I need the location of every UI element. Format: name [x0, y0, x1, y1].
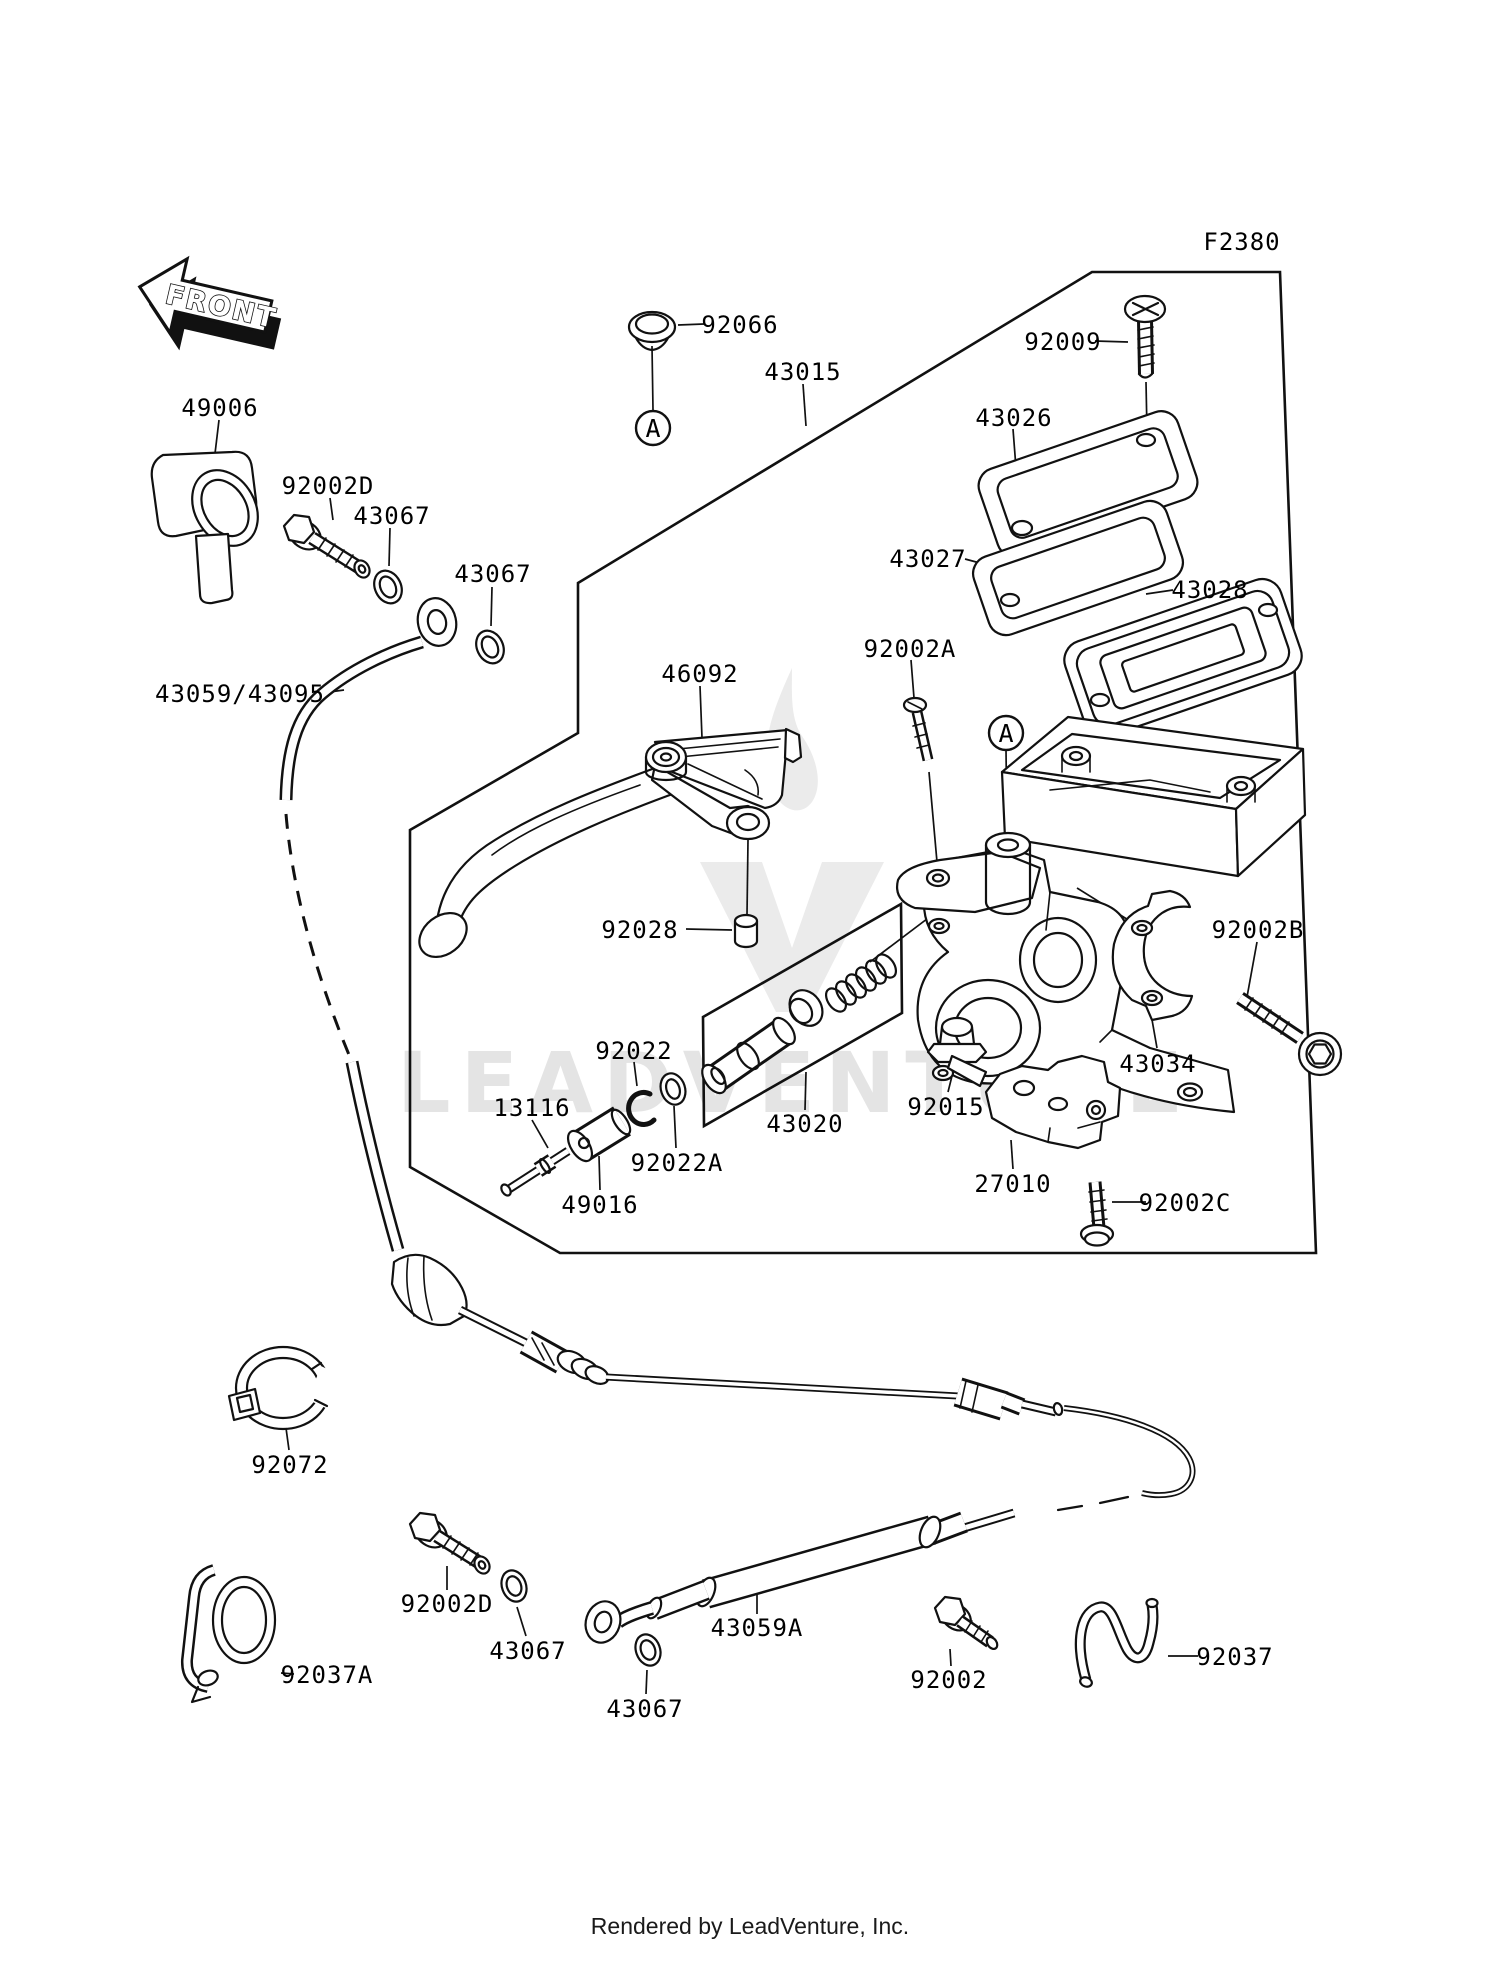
assembly-outline-boxes: [408, 270, 1318, 1255]
cap-screw-drawing: [1123, 294, 1167, 379]
part-label-43067-26[interactable]: 43067: [489, 1637, 566, 1665]
lever-pivot-screw-drawing: [902, 696, 934, 762]
callout-a-1: A: [634, 409, 672, 447]
front-direction-arrow: FRONT: [137, 255, 282, 351]
hose-boot-drawing: [150, 450, 259, 605]
part-label-27010-22[interactable]: 27010: [974, 1170, 1051, 1198]
part-label-43028-5[interactable]: 43028: [1171, 576, 1248, 604]
diaphragm-drawing: [1063, 577, 1303, 739]
lever-pin-drawing: [733, 913, 759, 949]
part-label-92002C-23[interactable]: 92002C: [1139, 1189, 1232, 1217]
part-label-13116-17[interactable]: 13116: [493, 1094, 570, 1122]
clamp-bolt-bottom-drawing: [933, 1595, 999, 1651]
reservoir-cap-drawing: [977, 410, 1199, 558]
piston-washer-drawing: [659, 1072, 687, 1106]
cable-clamp-a-drawing: [180, 1564, 277, 1704]
part-number-labels[interactable]: 92066 43015 92009 43026 43027 43028 49006 92002…: [155, 311, 1304, 1723]
piston-kit-drawing: [701, 953, 898, 1095]
lower-hose-drawing: [584, 1508, 1016, 1644]
bushing-drawing: [566, 1106, 632, 1163]
kit-box-43020: [701, 901, 904, 1129]
part-label-92002D-25[interactable]: 92002D: [401, 1590, 494, 1618]
svg-text:A: A: [645, 414, 660, 443]
cable-clamp-drawing: [1074, 1597, 1159, 1688]
circlip-drawing: [626, 1089, 657, 1127]
footer-text: Rendered by LeadVenture, Inc.: [590, 1913, 910, 1939]
part-label-92022-16[interactable]: 92022: [595, 1037, 672, 1065]
push-rod-drawing: [500, 1147, 571, 1197]
diaphragm-plate-drawing: [971, 499, 1185, 637]
part-label-92002B-14[interactable]: 92002B: [1212, 916, 1305, 944]
clutch-hose-drawing: [279, 597, 458, 1252]
svg-text:A: A: [998, 719, 1013, 748]
part-label-49006-6[interactable]: 49006: [181, 394, 258, 422]
reservoir-tank-drawing: [1000, 715, 1307, 878]
part-label-92002D-7[interactable]: 92002D: [282, 472, 375, 500]
master-cylinder-body-drawing: [896, 831, 1236, 1114]
part-label-92037A-31[interactable]: 92037A: [281, 1661, 374, 1689]
clamp-bolt-drawing: [1236, 992, 1343, 1077]
flanged-nut-drawing: [926, 1016, 988, 1064]
part-label-43059A-28[interactable]: 43059A: [711, 1614, 804, 1642]
part-label-92002A-12[interactable]: 92002A: [864, 635, 957, 663]
part-label-43067-9[interactable]: 43067: [454, 560, 531, 588]
part-label-92015-21[interactable]: 92015: [907, 1093, 984, 1121]
part-label-92072-24[interactable]: 92072: [251, 1451, 328, 1479]
banjo-bolt-top-drawing: [282, 513, 371, 579]
part-label-92028-13[interactable]: 92028: [601, 916, 678, 944]
reservoir-plug-drawing: [627, 310, 677, 352]
part-label-43059-43095-10[interactable]: 43059/43095: [155, 680, 325, 708]
part-label-92037-30[interactable]: 92037: [1196, 1643, 1273, 1671]
part-label-49016-19[interactable]: 49016: [561, 1191, 638, 1219]
clutch-switch-drawing: [946, 1054, 1122, 1150]
handlebar-clamp-drawing: [1111, 889, 1194, 1022]
banjo-bolt-bottom-drawing: [408, 1511, 491, 1575]
band-clamp-drawing: [227, 1345, 362, 1431]
part-label-43020-20[interactable]: 43020: [766, 1110, 843, 1138]
part-label-92002-29[interactable]: 92002: [910, 1666, 987, 1694]
assembly-box-43015: [408, 270, 1318, 1255]
diagram-code: F2380: [1203, 228, 1280, 256]
part-label-43067-27[interactable]: 43067: [606, 1695, 683, 1723]
part-label-92022A-18[interactable]: 92022A: [631, 1149, 724, 1177]
clutch-cable-drawing: [390, 1253, 1196, 1512]
part-label-43026-3[interactable]: 43026: [975, 404, 1052, 432]
part-label-46092-11[interactable]: 46092: [661, 660, 738, 688]
part-label-92009-2[interactable]: 92009: [1024, 328, 1101, 356]
callout-a-2: A: [987, 714, 1025, 752]
part-label-43034-15[interactable]: 43034: [1119, 1050, 1196, 1078]
switch-screw-drawing: [1079, 1181, 1115, 1247]
part-label-92066-0[interactable]: 92066: [701, 311, 778, 339]
clutch-lever-drawing: [418, 727, 803, 959]
banjo-washers-top-drawing: [373, 569, 505, 665]
part-label-43067-8[interactable]: 43067: [353, 502, 430, 530]
part-label-43015-1[interactable]: 43015: [764, 358, 841, 386]
banjo-washers-bottom-drawing: [500, 1569, 662, 1667]
callout-markers: AA: [634, 409, 1025, 752]
part-label-43027-4[interactable]: 43027: [889, 545, 966, 573]
